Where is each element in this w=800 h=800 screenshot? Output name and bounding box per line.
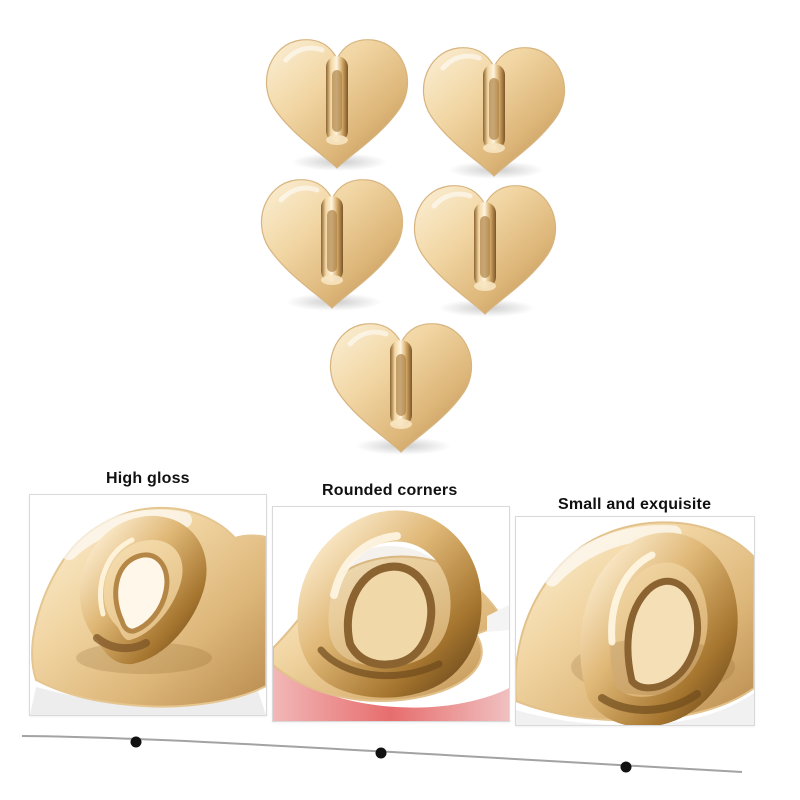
heart-hook-middle-left xyxy=(260,179,404,311)
feature-label-rounded-corners: Rounded corners xyxy=(322,482,458,499)
gold-loop-closeup-icon xyxy=(273,507,509,721)
timeline-dot-3 xyxy=(620,761,632,773)
gold-ring-closeup-icon xyxy=(516,517,754,725)
detail-image-high-gloss xyxy=(29,494,267,716)
timeline-dot-2 xyxy=(375,747,387,759)
detail-image-small-and-exquisite xyxy=(515,516,755,726)
heart-hook-top-right xyxy=(422,47,566,179)
feature-label-high-gloss: High gloss xyxy=(106,470,190,487)
heart-hook-bottom-center xyxy=(329,323,473,455)
gold-hook-closeup-icon xyxy=(30,495,266,715)
heart-hook-middle-right xyxy=(413,185,557,317)
heart-hook-top-left xyxy=(265,39,409,171)
feature-label-small-and-exquisite: Small and exquisite xyxy=(558,496,712,513)
detail-image-rounded-corners xyxy=(272,506,510,722)
timeline-dot-1 xyxy=(130,736,142,748)
